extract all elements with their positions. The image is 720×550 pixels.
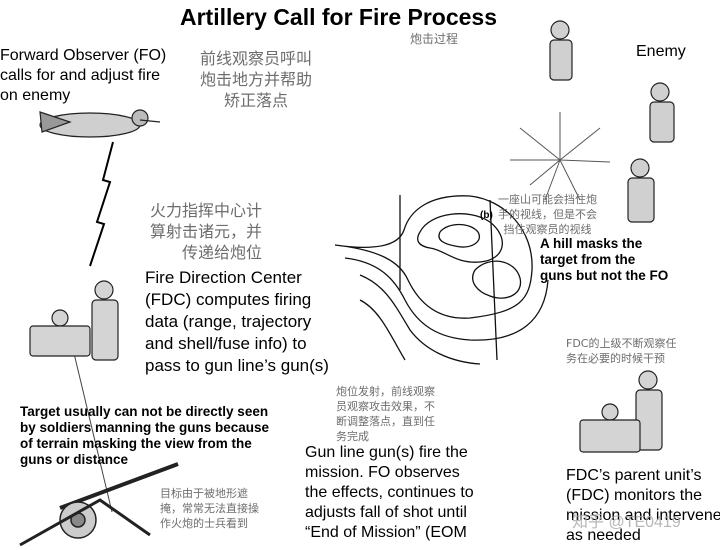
fdc-station-figure [29,280,119,361]
page-title: Artillery Call for Fire Process [180,4,498,30]
parent-note-cn: FDC的上级不断观察任 务在必要的时候干预 [566,337,677,365]
fdc-to-gun-line [71,344,113,513]
parent-fdc-figure [579,370,663,453]
target-note-cn: 目标由于被地形遮 掩，常常无法直接操 作火炮的士兵看到 [160,487,259,530]
hill-note-cn: 一座山可能会挡住炮 手的视线，但是不会 挡住观察员的视线 [498,193,597,236]
fo-description: Forward Observer (FO) calls for and adju… [0,47,167,104]
fdc-description-cn: 火力指挥中心计 算射击诸元，并 传递给炮位 [150,201,263,262]
explosion-burst [510,112,611,201]
target-note: Target usually can not be directly seen … [20,404,270,467]
hill-note: A hill masks the target from the guns bu… [540,236,669,283]
enemy-label: Enemy [636,43,686,60]
fdc-description: Fire Direction Center (FDC) computes fir… [145,268,329,375]
title-cn: 炮击过程 [410,32,459,46]
radio-link-lightning [89,141,114,267]
gunline-description: Gun line gun(s) fire the mission. FO obs… [305,444,474,541]
parent-description: FDC’s parent unit’s (FDC) monitors the m… [566,467,720,544]
watermark: 知乎 @TE0419 [572,514,681,531]
forward-observer-figure [39,109,161,138]
gunline-note-cn: 炮位发射，前线观察 员观察攻击效果，不 断调整落点，直到任 务完成 [336,385,435,443]
contour-map [334,195,549,365]
fo-description-cn: 前线观察员呼叫 炮击地方并帮助 矫正落点 [200,49,313,110]
enemy-soldiers [549,20,675,223]
map-label-b: (b) [480,210,493,221]
howitzer-figure [19,462,179,547]
